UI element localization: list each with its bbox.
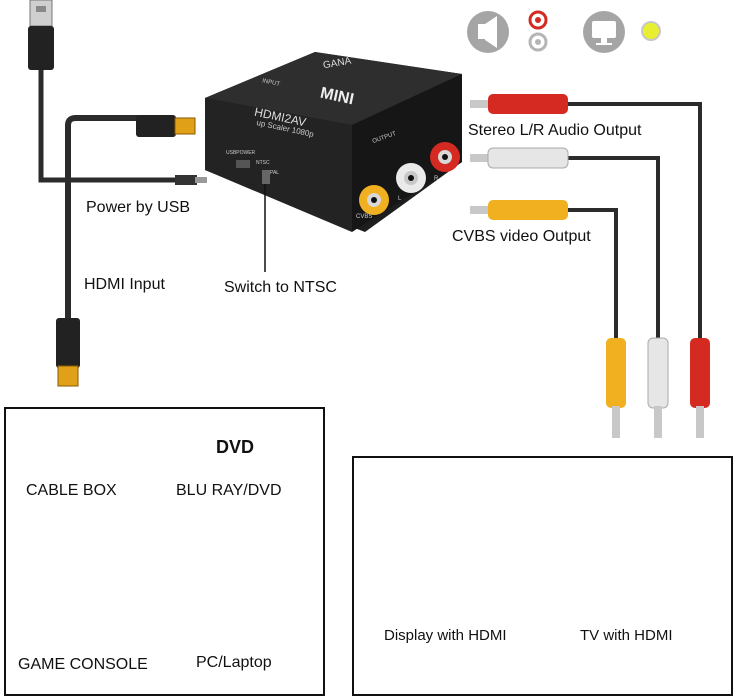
stereo-output-label: Stereo L/R Audio Output [468,122,642,139]
hdmi-cable [56,115,196,387]
video-led-icon [641,21,661,41]
output-label-display: Display with HDMI [384,627,507,644]
switch-ntsc-label: Switch to NTSC [224,279,337,296]
rca-cables [470,94,710,438]
ntsc-switch [262,170,270,184]
source-label-dvd: BLU RAY/DVD [176,482,282,499]
source-label-game-console: GAME CONSOLE [18,656,148,673]
device-jack-cvbs: CVBS [356,214,373,220]
output-label-tv: TV with HDMI [580,627,673,644]
power-usb-label: Power by USB [86,199,191,216]
jack-cvbs [359,185,389,215]
dvd-badge-text: DVD [215,437,254,457]
rca-audio-icon [528,10,548,52]
device-switch-pal: PAL [270,170,280,176]
usb-port [236,160,250,168]
jack-left [396,163,426,193]
device-switch-ntsc: NTSC [256,160,270,166]
video-output-label: CVBS video Output [452,228,591,245]
source-label-cable-box: CABLE BOX [26,482,117,499]
device-jack-l: L [398,196,402,202]
monitor-small-icon [583,11,625,53]
device-jack-r: R [434,176,439,182]
jack-right [430,142,460,172]
device-port-usb: USBPOWER [226,150,256,156]
source-label-pc: PC/Laptop [196,654,272,671]
source-devices-panel [4,407,325,696]
usb-cable [28,0,207,185]
hdmi-input-label: HDMI Input [84,276,165,293]
speaker-icon [467,11,509,53]
output-devices-panel [352,456,733,696]
hdmi2av-device [205,52,462,232]
